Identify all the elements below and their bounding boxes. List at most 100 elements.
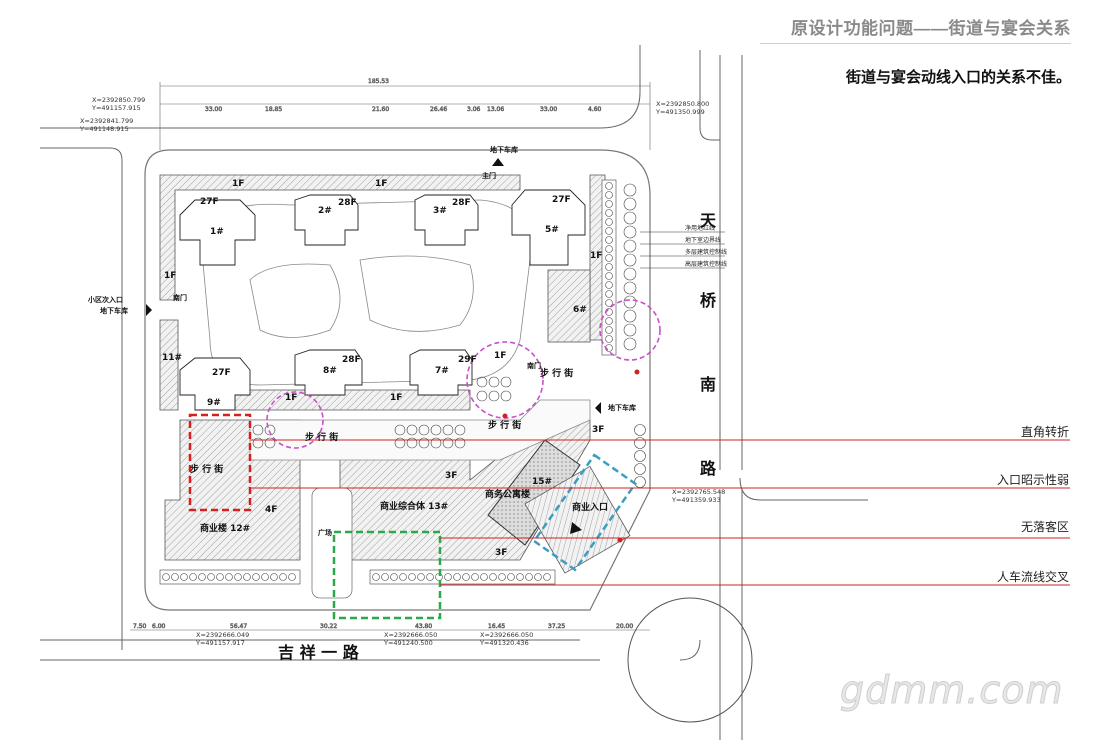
parking-stall (234, 573, 242, 581)
tree (418, 437, 430, 449)
header-title: 原设计功能问题——街道与宴会关系 (791, 19, 1071, 38)
tree (634, 476, 646, 488)
parking-stall (252, 573, 260, 581)
legend-basement-boundary: 地下室边界线 (685, 236, 721, 244)
parking-stall (516, 573, 524, 581)
label-office-15: 15# (532, 477, 552, 487)
tree (623, 309, 637, 323)
parking-stall (162, 573, 170, 581)
parking-stall (605, 245, 613, 253)
coord-nw1-x: X=2392850.799 (92, 96, 145, 104)
parking-stall (390, 573, 398, 581)
tower-3 (414, 194, 479, 246)
east-parking (601, 179, 617, 356)
label-pedestrian-street-b: 步 行 街 (305, 431, 338, 443)
tree (623, 211, 637, 225)
parking-stall (534, 573, 542, 581)
arrow-east-entry (595, 402, 601, 414)
highlight-plaza-dropoff (332, 530, 442, 620)
label-tower7-floors: 29F (458, 355, 477, 365)
label-garage-east: 地下车库 (608, 403, 636, 412)
dim-2: 18.85 (265, 106, 282, 113)
coord-nw1-y: Y=491157.915 (91, 104, 141, 112)
parking-stall (261, 573, 269, 581)
label-building-6: 6# (573, 305, 587, 315)
dim-3: 21.60 (372, 106, 389, 113)
tree (634, 424, 646, 436)
arrow-west-entry (146, 304, 152, 316)
parking-stall (543, 573, 551, 581)
parking-stall (471, 573, 479, 581)
boundary-legend: 净用地红线 地下室边界线 多层建筑控制线 高层建筑控制线 (640, 224, 727, 269)
coord-ne-x: X=2392850.800 (656, 100, 709, 108)
tree (476, 390, 488, 402)
label-tower9-floors: 27F (212, 368, 231, 378)
parking-stall (605, 254, 613, 262)
coord-smid-y: Y=491240.500 (383, 639, 433, 647)
tree (394, 437, 406, 449)
legend-highrise-line: 高层建筑控制线 (685, 260, 727, 268)
parking-stall (243, 573, 251, 581)
label-tower-5: 5# (545, 225, 559, 235)
tree (623, 281, 637, 295)
road-east-char-1: 天 (700, 211, 717, 230)
road-east-char-2: 桥 (700, 291, 717, 310)
label-tower-3: 3# (433, 206, 447, 216)
parking-stall (426, 573, 434, 581)
parking-stall (605, 200, 613, 208)
bdim-6: 37.25 (548, 623, 565, 630)
parking-stall (279, 573, 287, 581)
label-tower-1: 1# (210, 227, 224, 237)
tree (394, 424, 406, 436)
pedestrian-street-path (249, 399, 591, 461)
parking-stall (171, 573, 179, 581)
label-district-entry: 小区次入口 (87, 295, 123, 304)
tree (406, 437, 418, 449)
label-plaza: 广场 (318, 528, 332, 537)
bdim-5: 16.45 (488, 623, 505, 630)
parking-stall (189, 573, 197, 581)
parking-stall (605, 317, 613, 325)
label-pedestrian-street-a: 步 行 街 (190, 463, 223, 475)
label-commercial13-floors-a: 3F (445, 471, 457, 481)
tree (623, 337, 637, 351)
tower-2 (294, 194, 359, 246)
plaza (311, 487, 353, 599)
label-tower3-floors: 28F (452, 198, 471, 208)
tree (623, 225, 637, 239)
tower-1 (179, 199, 256, 266)
coord-sw-x: X=2392666.049 (196, 631, 249, 639)
tree (442, 437, 454, 449)
label-entry-floors: 3F (592, 425, 604, 435)
parking-stall (605, 191, 613, 199)
entrance-labels: 地下车库 主门 南门 南门 小区次入口 地下车库 地下车库 (87, 145, 636, 412)
tower-9 (179, 357, 251, 411)
coord-nw2-x: X=2392841.799 (80, 117, 133, 125)
tree (488, 376, 500, 388)
label-pedestrian-street-c: 步 行 街 (488, 419, 521, 431)
label-garage-west: 地下车库 (100, 306, 128, 315)
label-podium-1f-e: 1F (285, 393, 297, 403)
callout-dots (502, 369, 640, 543)
coord-se-y: Y=491359.933 (671, 496, 721, 504)
south-parking-circles (162, 573, 551, 581)
label-building-11: 11# (162, 353, 182, 363)
callout-traffic-crossing: 人车流线交叉 (996, 570, 1069, 584)
road-name-east: 天 桥 南 路 (700, 211, 717, 478)
tree (623, 197, 637, 211)
coord-ne-y: Y=491350.999 (655, 108, 705, 116)
label-podium-1f-b: 1F (232, 179, 244, 189)
parking-stall (207, 573, 215, 581)
label-commercial12-floors: 4F (265, 505, 277, 515)
parking-stall (605, 227, 613, 235)
tree (500, 376, 512, 388)
label-podium-1f-a: 1F (375, 179, 387, 189)
office-tower-15 (487, 439, 581, 546)
arrow-north-entry (492, 158, 504, 166)
parking-stall (198, 573, 206, 581)
dim-7: 33.00 (540, 106, 557, 113)
tree (430, 437, 442, 449)
north-podium (159, 174, 521, 301)
label-garage-north: 地下车库 (490, 145, 518, 154)
coord-sright-x: X=2392666.050 (480, 631, 533, 639)
